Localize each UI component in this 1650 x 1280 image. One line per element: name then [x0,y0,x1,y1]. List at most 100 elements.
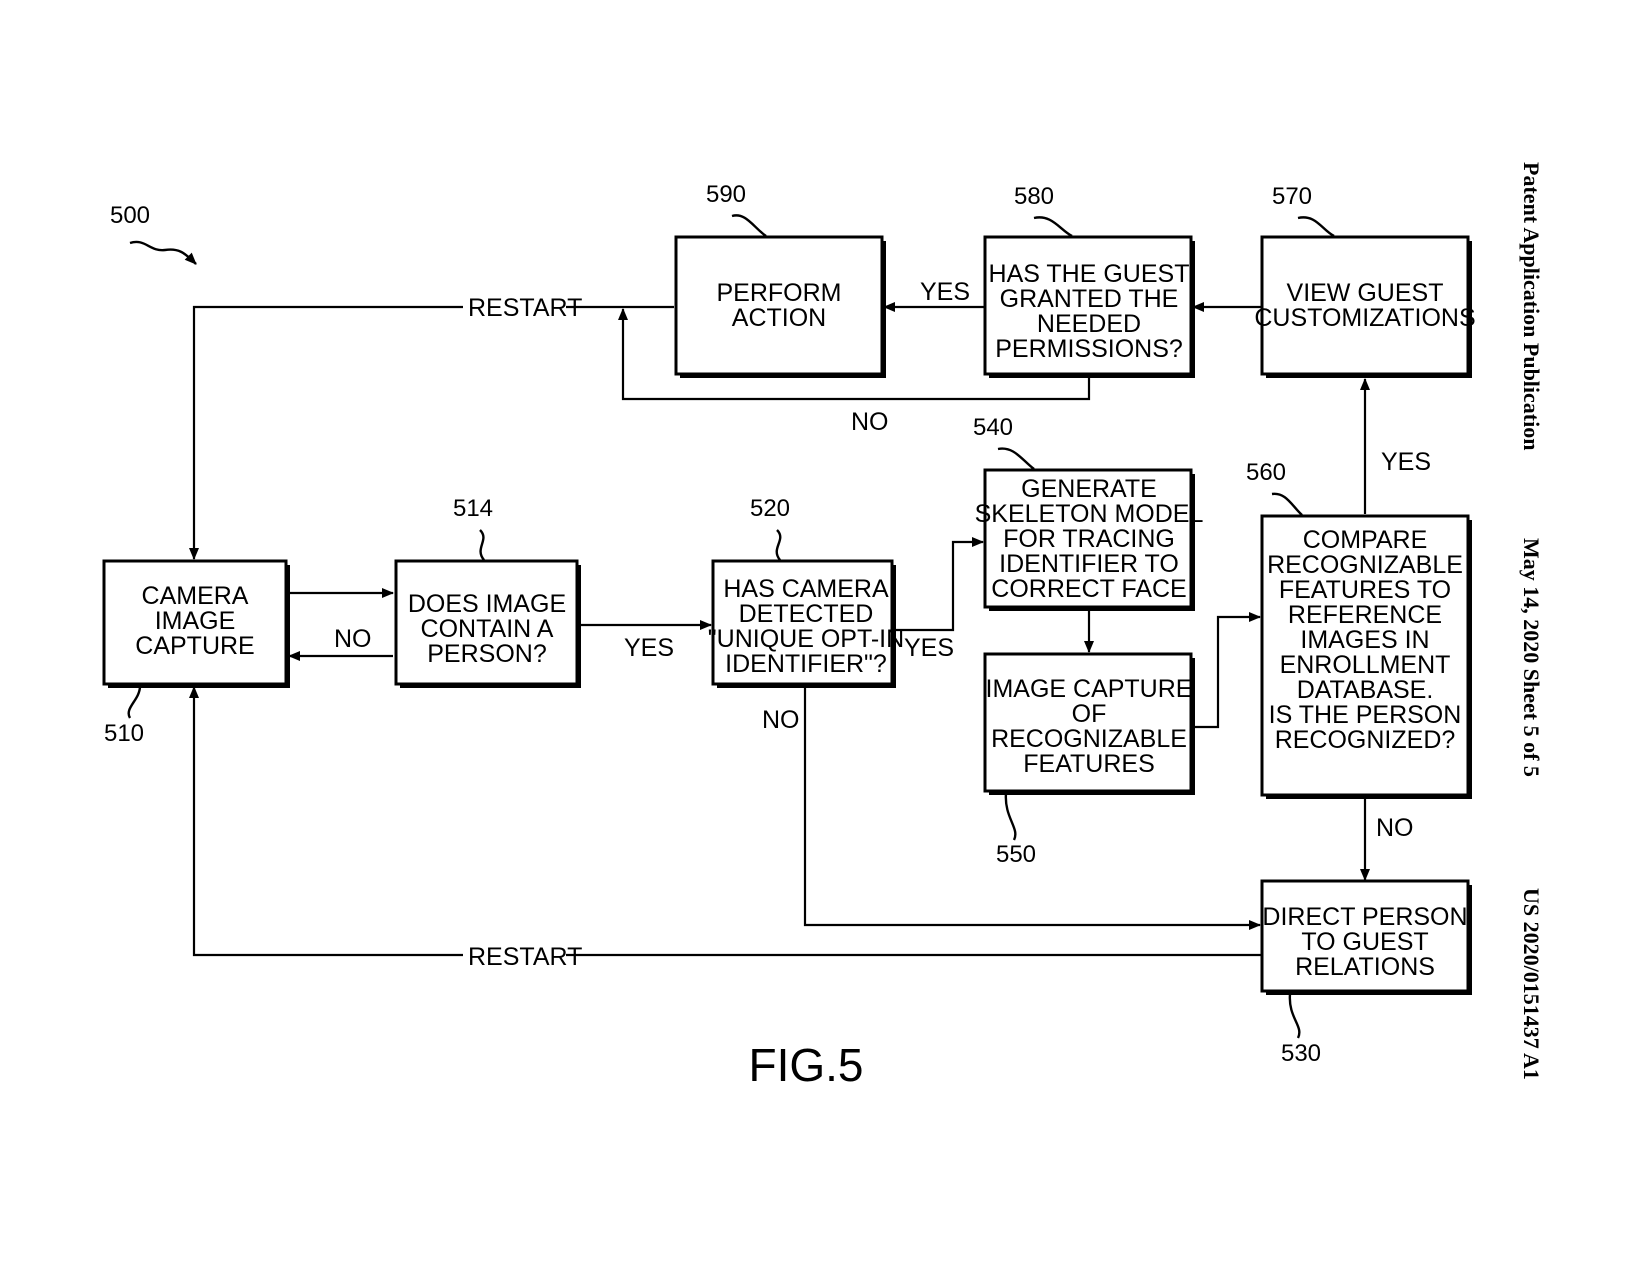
ref-580: 580 [1014,183,1054,210]
ref-580-leader [1033,216,1073,238]
ref-520-leader [775,529,782,561]
box-text-line: RECOGNIZED? [1275,726,1456,754]
box-text-line: DATABASE. [1297,676,1434,704]
header-publication: Patent Application Publication [1519,162,1544,450]
box-text-line: GRANTED THE [1000,285,1179,313]
arrow-520-no-to-530 [803,687,1261,930]
box-text-line: FEATURES TO [1279,576,1451,604]
label-580-yes: YES [920,278,970,306]
figure-reference-pointer [129,240,197,265]
restart-line-bottom-left [189,686,463,957]
box-text-line: ACTION [732,304,826,332]
ref-590-leader [731,214,767,237]
box-text-line: CORRECT FACE [991,575,1186,603]
connectors [189,302,1370,957]
box-text-line: TO GUEST [1301,928,1428,956]
box-text-line: FOR TRACING [1003,525,1175,553]
header-patent-number: US 2020/0151437 A1 [1519,888,1544,1080]
ref-510: 510 [104,720,144,747]
box-text-line: IS THE PERSON [1269,701,1462,729]
header-date-sheet: May 14, 2020 Sheet 5 of 5 [1519,538,1544,777]
box-text-line: IMAGES IN [1300,626,1429,654]
box-text-line: DIRECT PERSON [1262,903,1467,931]
box-text-line: PERSON? [427,640,546,668]
ref-514: 514 [453,495,493,522]
box-text-line: SKELETON MODEL [975,500,1204,528]
ref-550-leader [1004,792,1017,841]
figure-label: FIG.5 [748,1039,863,1091]
box-text-line: FEATURES [1023,750,1155,778]
restart-line-top-left [189,305,463,560]
label-514-no: NO [334,625,372,653]
figure-reference-500: 500 [110,202,150,229]
ref-570: 570 [1272,183,1312,210]
ref-540: 540 [973,414,1013,441]
ref-560: 560 [1246,459,1286,486]
ref-550: 550 [996,841,1036,868]
box-text-line: ENROLLMENT [1280,651,1451,679]
reference-numerals: 590 580 570 540 560 514 520 510 550 530 [104,181,1335,1067]
box-text-line: RECOGNIZABLE [991,725,1187,753]
box-text-line: VIEW GUEST [1287,279,1444,307]
box-text-line: IMAGE CAPTURE [986,675,1193,703]
box-text-line: NEEDED [1037,310,1141,338]
ref-590: 590 [706,181,746,208]
box-text-line: PERFORM [717,279,842,307]
label-560-yes: YES [1381,448,1431,476]
label-520-yes: YES [904,634,954,662]
edge-labels: RESTART RESTART NO YES YES NO YES NO YES… [334,278,1431,971]
box-text-line: IMAGE [155,607,236,635]
box-text-line: IDENTIFIER"? [725,650,887,678]
box-text-line: GENERATE [1021,475,1157,503]
box-text-line: IDENTIFIER TO [999,550,1179,578]
box-text-line: RELATIONS [1295,953,1435,981]
label-restart-top: RESTART [468,294,582,322]
ref-530-leader [1288,993,1301,1039]
box-text-line: DETECTED [739,600,874,628]
box-text-line: PERMISSIONS? [995,335,1183,363]
box-text-line: CONTAIN A [421,615,554,643]
ref-520: 520 [750,495,790,522]
box-text-line: CAMERA [142,582,249,610]
arrow-580-no-loop [618,308,1091,401]
label-restart-bottom: RESTART [468,943,582,971]
arrow-520-yes-to-540 [894,537,984,632]
ref-514-leader [479,529,485,561]
ref-540-leader [997,447,1035,470]
label-560-no: NO [1376,814,1414,842]
ref-530: 530 [1281,1040,1321,1067]
label-520-no: NO [762,706,800,734]
box-text-line: DOES IMAGE [408,590,566,618]
label-514-yes: YES [624,634,674,662]
box-text-line: CAPTURE [135,632,254,660]
box-text-line: COMPARE [1303,526,1428,554]
ref-510-leader [127,685,142,719]
box-text-line: CUSTOMIZATIONS [1254,304,1475,332]
box-text-line: HAS THE GUEST [989,260,1190,288]
ref-570-leader [1297,216,1335,238]
label-580-no: NO [851,408,889,436]
box-text-line: REFERENCE [1288,601,1442,629]
arrow-550-to-560 [1189,612,1261,729]
